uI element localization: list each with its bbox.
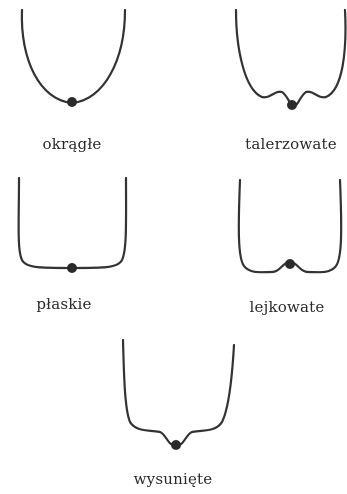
shape-talerzowate — [236, 10, 345, 110]
shape-okragle — [22, 10, 125, 107]
label-plaskie: płaskie — [36, 295, 91, 313]
shape-wysuniete — [123, 340, 234, 450]
shape-plaskie — [19, 178, 126, 273]
label-wysuniete: wysunięte — [134, 470, 213, 488]
shape-lejkowate — [239, 180, 341, 272]
label-lejkowate: lejkowate — [250, 298, 325, 316]
label-okragle: okrągłe — [43, 135, 102, 153]
label-talerzowate: talerzowate — [245, 135, 337, 153]
